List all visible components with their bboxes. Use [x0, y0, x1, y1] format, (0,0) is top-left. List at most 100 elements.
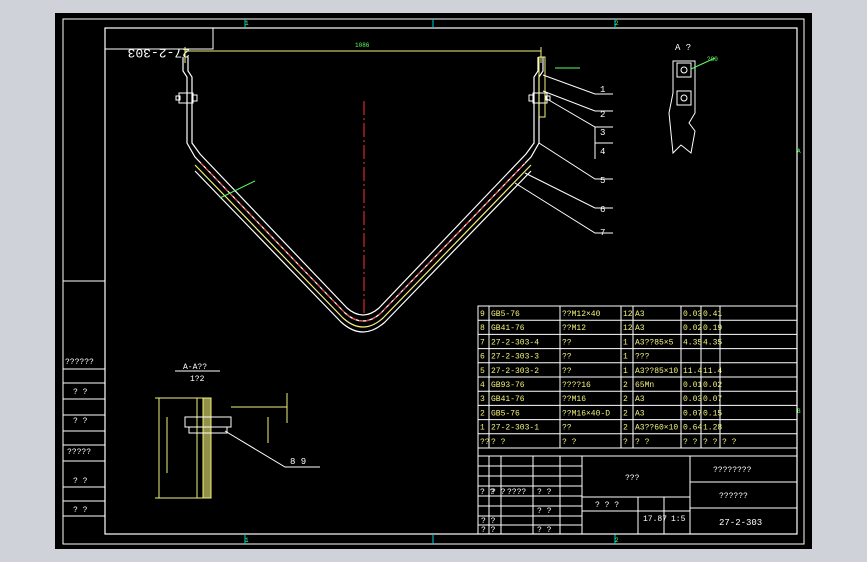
bom-cell: ??M16 — [562, 395, 586, 404]
outer-frame — [62, 18, 805, 545]
bom-cell: 0.64 — [683, 424, 702, 433]
cad-viewport[interactable]: 1 2 1 2 A B ?????? ? ? ? ? ????? ? ? ? ?… — [55, 13, 812, 549]
bom-cell: ? ? — [491, 438, 506, 447]
bom-cell: 2 — [623, 424, 628, 433]
border-mark-top-2: 2 — [615, 20, 619, 27]
tb-label-5: ? ? — [481, 526, 496, 535]
bom-cell: GB41-76 — [491, 324, 525, 333]
bom-cell: 12 — [623, 310, 633, 319]
callout-2: 2 — [600, 110, 605, 120]
bom-cell: 1 — [480, 424, 485, 433]
bom-cell: 2 — [623, 409, 628, 418]
bom-cell: 3 — [480, 395, 485, 404]
left-strip-2: ? ? — [73, 417, 88, 426]
bom-cell: 0.19 — [703, 324, 722, 333]
bom-cell: 1.28 — [703, 424, 722, 433]
bom-cell: 11.4 — [683, 367, 702, 376]
bom-cell: ??M12 — [562, 324, 586, 333]
bom-cell: ?? — [480, 438, 490, 447]
bom-cell: A3??85×10 — [635, 367, 678, 376]
bom-cell: 0.07 — [703, 395, 722, 404]
section-title: A-A?? — [183, 363, 207, 372]
bom-cell: ?? — [562, 367, 572, 376]
bom-cell: 0.03 — [683, 395, 702, 404]
bom-cell: 12 — [623, 324, 633, 333]
bom-cell: A3??85×5 — [635, 338, 674, 347]
bom-cell: ?? — [562, 338, 572, 347]
left-strip-5: ? ? — [73, 506, 88, 515]
bom-cell: 7 — [480, 338, 485, 347]
tb-title: ?????? — [719, 492, 748, 501]
view-a-title: A ? — [675, 43, 691, 53]
tb-label-0: ? ? — [480, 488, 495, 497]
title-block — [477, 455, 798, 535]
bom-cell: 1 — [623, 353, 628, 362]
bom-cell: 2 — [623, 395, 628, 404]
bom-cell: 65Mn — [635, 381, 654, 390]
bom-cell: 0.02 — [703, 381, 722, 390]
left-bolt — [175, 92, 198, 104]
cad-drawing: 1 2 1 2 A B ?????? ? ? ? ? ????? ? ? ? ?… — [62, 18, 805, 545]
tb-label-4: ? ? — [481, 517, 496, 526]
tb-part-name: ??? — [625, 474, 640, 483]
bom-cell: ? — [623, 438, 628, 447]
bom-cell: 1 — [623, 338, 628, 347]
bom-cell: 0.41 — [703, 310, 722, 319]
tb-label-3: ? ? — [537, 488, 552, 497]
bom-cell: ? ? — [722, 438, 737, 447]
callout-1: 1 — [600, 85, 605, 95]
bom-cell: 4.35 — [683, 338, 702, 347]
bom-cell: GB5-76 — [491, 310, 520, 319]
border-mark-top-1: 1 — [245, 20, 249, 27]
bom-cell: ? ? — [703, 438, 718, 447]
tb-label-2: ???? — [507, 488, 526, 497]
left-strip-4: ? ? — [73, 477, 88, 486]
callout-7: 7 — [600, 228, 605, 238]
mirrored-drawing-code: 27-2-303 — [128, 45, 190, 60]
bom-cell: 11.4 — [703, 367, 722, 376]
border-mark-right-b: B — [797, 408, 801, 415]
callout-4: 4 — [600, 147, 605, 157]
bom-cell: ??M12×40 — [562, 310, 601, 319]
callout-6: 6 — [600, 205, 605, 215]
bom-cell: GB93-76 — [491, 381, 525, 390]
section-scale: 1?2 — [190, 375, 205, 384]
bom-cell: A3??60×10 — [635, 424, 678, 433]
bom-cell: 5 — [480, 367, 485, 376]
tb-stage: ? ? ? — [595, 501, 619, 510]
tb-drawing-no: 27-2-303 — [719, 518, 762, 528]
bom-cell: A3 — [635, 409, 645, 418]
bom-cell: 27-2-303-3 — [491, 353, 539, 362]
bom-cell: 0.15 — [703, 409, 722, 418]
section-view — [155, 393, 288, 499]
v-bracket — [182, 57, 544, 333]
left-strip-0: ?????? — [65, 358, 94, 367]
bom-cell: A3 — [635, 310, 645, 319]
code-box — [104, 27, 214, 50]
view-a-note: ?80 — [707, 56, 718, 63]
tb-label-1: ? ? — [491, 488, 506, 497]
border-mark-bottom-2: 2 — [615, 537, 619, 544]
bom-cell: 0.03 — [683, 310, 702, 319]
dim-top: 1086 — [355, 42, 370, 49]
tb-scale: 1:5 — [671, 515, 686, 524]
bom-cell: A3 — [635, 395, 645, 404]
bom-cell: 1 — [623, 367, 628, 376]
bom-cell: ????16 — [562, 381, 591, 390]
tb-label-6: ? ? — [537, 507, 552, 516]
bom-cell: 8 — [480, 324, 485, 333]
bom-cell: 0.02 — [683, 324, 702, 333]
bom-cell: ? ? — [683, 438, 698, 447]
bom-cell: 27-2-303-4 — [491, 338, 539, 347]
bom-cell: ? ? — [635, 438, 650, 447]
bom-cell: GB5-76 — [491, 409, 520, 418]
bom-cell: ? ? — [562, 438, 577, 447]
bom-cell: A3 — [635, 324, 645, 333]
bom-cell: 9 — [480, 310, 485, 319]
tb-label-7: ? ? — [537, 526, 552, 535]
bom-cell: 2 — [480, 409, 485, 418]
bom-cell: ??? — [635, 353, 650, 362]
bom-cell: ?? — [562, 424, 572, 433]
section-callout: 8 9 — [290, 457, 306, 467]
